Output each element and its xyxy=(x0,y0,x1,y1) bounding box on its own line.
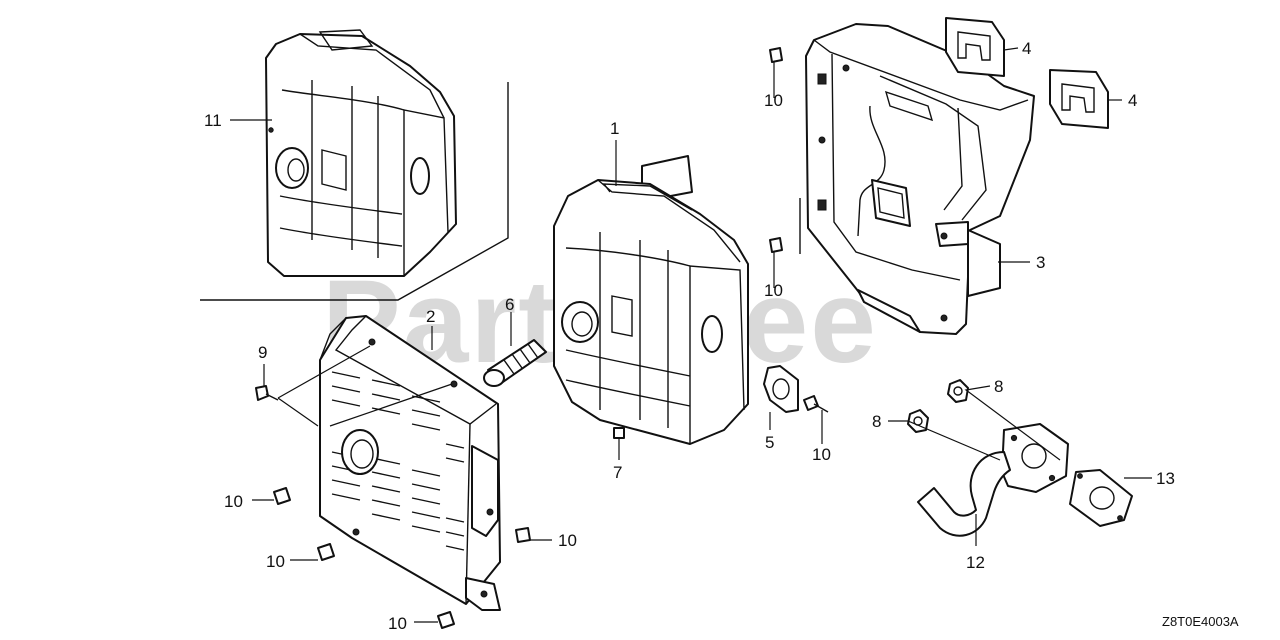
part-8-nut-upper xyxy=(947,379,969,403)
callout-1: 1 xyxy=(610,119,619,138)
figure-code: Z8T0E4003A xyxy=(1162,614,1239,629)
part-4-clip-lower xyxy=(1049,69,1109,129)
callout-7: 7 xyxy=(613,463,622,482)
part-11-bolt xyxy=(803,395,829,413)
part-9-bolt xyxy=(255,385,279,401)
part-14-gasket xyxy=(1069,469,1133,527)
part-3-shield-cover xyxy=(799,23,1035,335)
part-10-bolts xyxy=(273,47,783,629)
part-8-nut-lower xyxy=(907,409,929,433)
part-1-muffler xyxy=(553,155,749,445)
callout-10-top: 10 xyxy=(764,91,783,110)
callout-8-upper: 8 xyxy=(994,377,1003,396)
callout-10-bottom: 10 xyxy=(388,614,407,633)
callout-4-lower: 4 xyxy=(1128,91,1137,110)
part-2-muffler-protector xyxy=(319,315,501,611)
callout-10-lower-left: 10 xyxy=(266,552,285,571)
callout-12: 11 xyxy=(204,111,222,130)
callout-4-upper: 4 xyxy=(1022,39,1031,58)
leader-lines xyxy=(230,47,1152,623)
part-7-bolt xyxy=(613,427,625,439)
callout-9: 9 xyxy=(258,343,267,362)
part-4-clip-upper xyxy=(945,17,1005,77)
callout-3: 3 xyxy=(1036,253,1045,272)
part-5-gasket xyxy=(763,365,799,413)
part-12-muffler-inset xyxy=(265,29,457,277)
callout-labels: 1 2 3 4 4 5 6 7 8 8 9 10 10 10 10 10 10 … xyxy=(204,39,1175,633)
callout-6: 6 xyxy=(505,295,514,314)
callout-2: 2 xyxy=(426,307,435,326)
inset-divider xyxy=(200,82,509,301)
callout-10-right: 10 xyxy=(558,531,577,550)
callout-10-mid: 10 xyxy=(764,281,783,300)
part-6-tail-pipe xyxy=(483,339,547,387)
callout-13: 12 xyxy=(966,553,985,572)
callout-11: 10 xyxy=(812,445,831,464)
callout-5: 5 xyxy=(765,433,774,452)
callout-14: 13 xyxy=(1156,469,1175,488)
part-13-exhaust-pipe xyxy=(917,423,1069,537)
callout-8-lower: 8 xyxy=(872,412,881,431)
callout-10-left: 10 xyxy=(224,492,243,511)
